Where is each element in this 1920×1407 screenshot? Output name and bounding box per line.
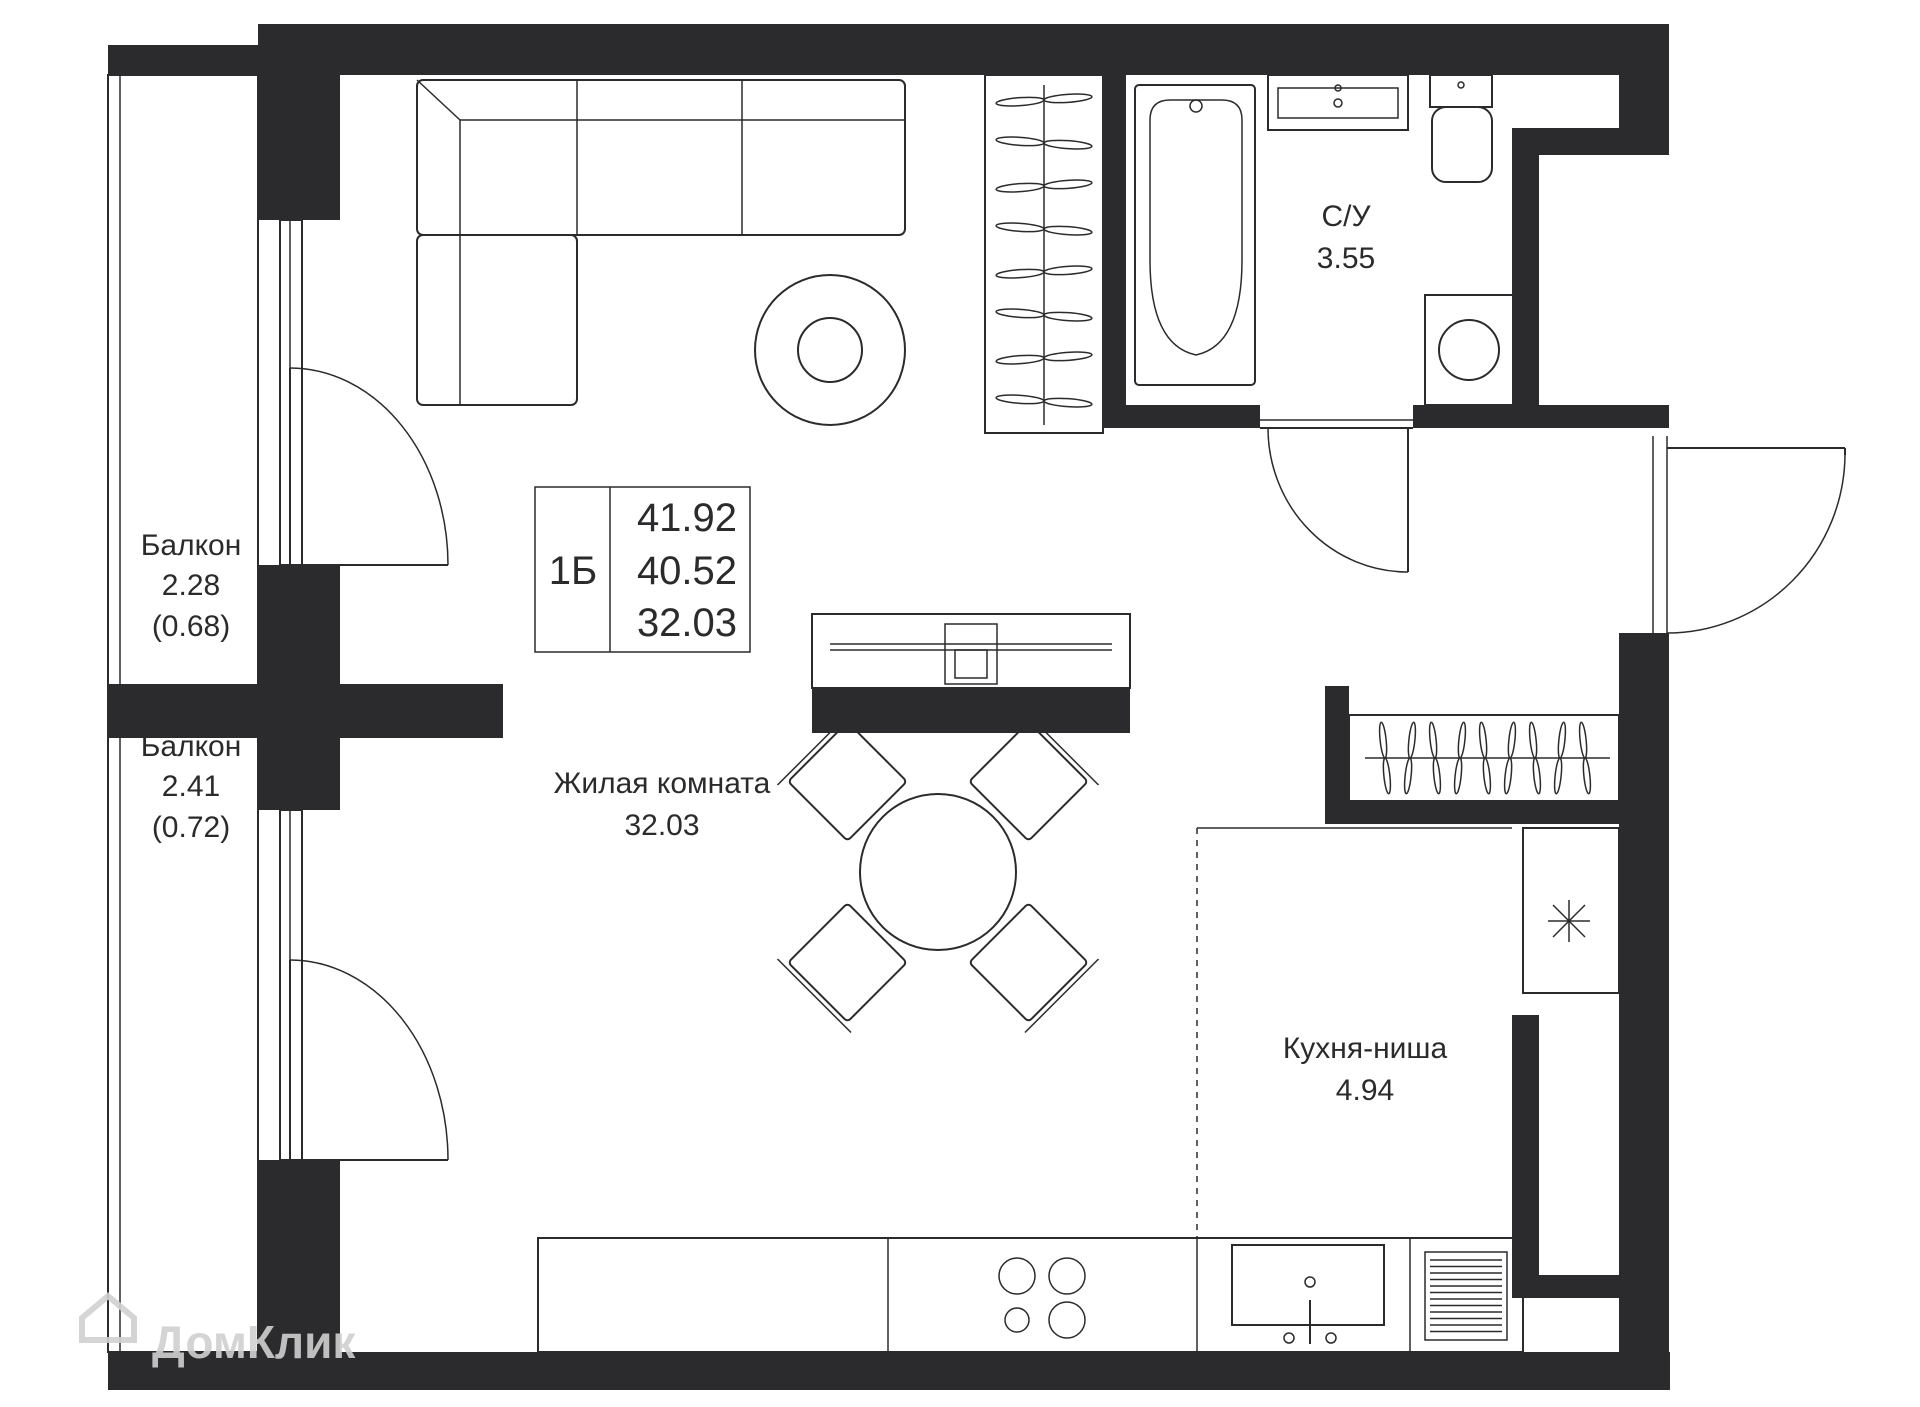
house-icon [79,1292,137,1343]
wall-closet-bottom [1325,801,1669,824]
bathtub [1134,84,1256,386]
kitchen-sink [1231,1244,1385,1344]
dishwasher-icon [1424,1251,1508,1341]
ottoman [754,274,906,426]
wall-bath-bottom-left [1103,405,1260,428]
area-total: 41.92 [637,496,737,540]
balcony-door-bottom[interactable] [289,959,449,1161]
kitchen-closet [1348,714,1620,802]
balcony-top-label: Балкон [141,529,242,562]
hanger [995,93,1093,107]
hanger [1453,721,1467,795]
wall-left-pier-1 [258,75,340,220]
label-bathroom: С/У 3.55 [1317,200,1375,275]
kitchen-label: Кухня-ниша [1283,1032,1448,1065]
walls [108,24,1670,1390]
wall-balcony-divider [108,684,503,738]
balcony-top-area-alt: (0.68) [152,610,230,643]
area-without-balcony: 40.52 [637,549,737,593]
wall-shaft-left [1512,128,1539,408]
wall-top-left [108,45,260,75]
label-balcony-bottom: Балкон 2.41 (0.72) [141,730,242,844]
label-balcony-top: Балкон 2.28 (0.68) [141,529,242,643]
apartment-badge: 1Б 41.92 40.52 32.03 [534,486,751,653]
wall-right-lower [1619,633,1669,1390]
wardrobe [984,74,1104,434]
hanger [995,222,1093,236]
wall-bottom [108,1352,1670,1390]
hanger [1528,721,1542,795]
tv [811,613,1131,689]
wall-right-upper [1619,24,1669,128]
hanger [995,179,1093,193]
hanger [995,265,1093,279]
dining-table [776,710,1100,1034]
area-living: 32.03 [637,601,737,645]
washbasin [1267,74,1409,131]
hanger [995,136,1093,150]
balcony-bottom-area-alt: (0.72) [152,811,230,844]
living-room-area: 32.03 [624,809,699,842]
washing-machine [1424,294,1514,406]
hanger [1428,721,1442,795]
toilet [1429,74,1493,183]
balcony-top-area: 2.28 [162,569,220,602]
kitchen-niche-outline [1196,827,1620,1238]
wall-shaft-2-bottom [1512,1275,1669,1298]
wall-left-pier-3 [258,1160,340,1360]
hanger [995,351,1093,365]
wall-bath-left [1103,75,1126,428]
apartment-type: 1Б [549,549,598,593]
wall-shaft-top [1512,128,1669,155]
wall-bath-bottom-right [1413,405,1669,428]
hanger [995,394,1093,408]
balcony-bottom-label: Балкон [141,730,242,763]
wall-top [258,24,1669,75]
bathroom-door[interactable] [1260,419,1413,573]
label-kitchen: Кухня-ниша 4.94 [1283,1032,1448,1107]
hanger [1478,721,1492,795]
hanger [995,308,1093,322]
entrance-door[interactable] [1652,436,1846,634]
bathroom-label: С/У [1321,200,1371,233]
hanger [1553,721,1567,795]
hanger [1503,721,1517,795]
label-living-room: Жилая комната 32.03 [554,767,771,842]
balcony-door-top[interactable] [289,367,449,566]
kitchen-area: 4.94 [1336,1074,1394,1107]
kitchen-counter [537,1237,1524,1353]
watermark-text: ДомКлик [152,1316,356,1368]
hanger [1403,721,1417,795]
hanger [1578,721,1592,795]
living-room-label: Жилая комната [554,767,771,800]
tv-stand-base [812,688,1130,733]
wall-shaft-2-left [1512,1015,1539,1298]
bathroom-area: 3.55 [1317,242,1375,275]
balcony-bottom-area: 2.41 [162,770,220,803]
hanger [1378,721,1392,795]
ventilation-icon [1548,900,1590,942]
cooktop-icon [998,1257,1086,1339]
watermark: ДомКлик [79,1292,356,1368]
sofa [416,79,906,406]
